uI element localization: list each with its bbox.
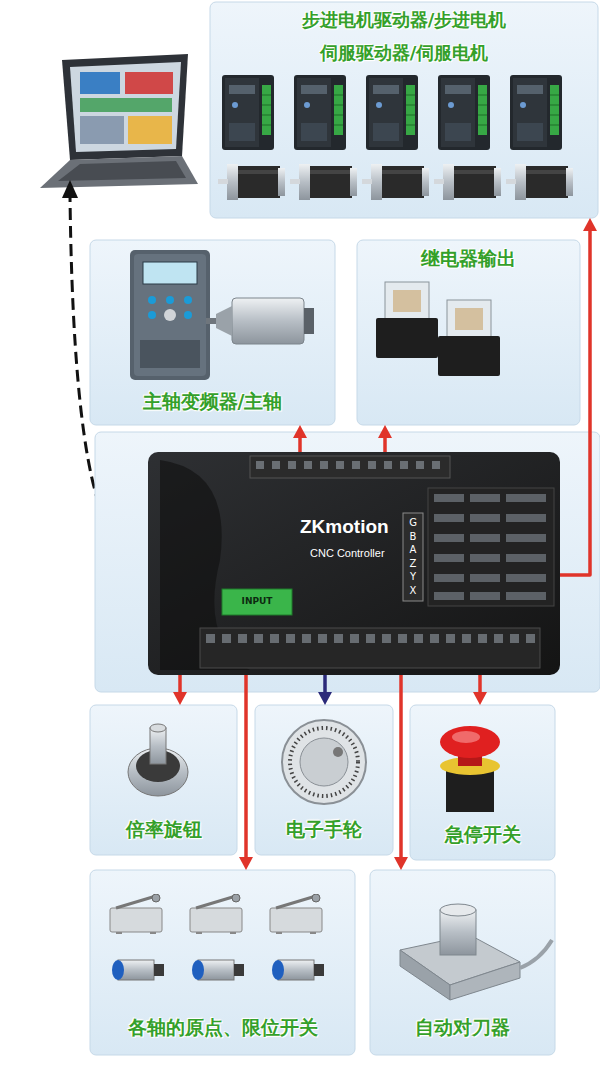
- arrow-head: [378, 425, 392, 438]
- device-label: 主轴变频器/主轴: [143, 391, 283, 413]
- axis-letter: Y: [403, 570, 423, 584]
- connector: [323, 675, 327, 694]
- connector: [383, 436, 387, 452]
- device-label: 步进电机驱动器/步进电机: [302, 10, 507, 31]
- device-label: 各轴的原点、限位开关: [128, 1017, 318, 1039]
- device-panel: 电子手轮: [255, 705, 393, 855]
- device-label: 伺服驱动器/伺服电机: [320, 43, 489, 64]
- brand-logo: ZKmotion: [300, 516, 389, 538]
- arrow-head: [473, 692, 487, 705]
- controller-box: ZKmotionCNC Controller: [148, 452, 560, 675]
- connector: [478, 675, 482, 694]
- axis-letter: G: [403, 516, 423, 530]
- axis-column: GBAZYX: [403, 516, 423, 598]
- device-panel: 倍率旋钮: [90, 705, 237, 855]
- arrow-head: [394, 857, 408, 870]
- device-label: 继电器输出: [421, 248, 516, 270]
- connector: [399, 675, 403, 859]
- arrow-head: [583, 218, 597, 231]
- device-label: 自动对刀器: [415, 1017, 510, 1039]
- connector: [244, 675, 248, 859]
- arrow-head: [293, 425, 307, 438]
- axis-letter: B: [403, 530, 423, 544]
- axis-letter: A: [403, 543, 423, 557]
- axis-letter: X: [403, 584, 423, 598]
- device-panel: 主轴变频器/主轴: [90, 240, 335, 425]
- connector: [560, 229, 590, 575]
- device-panel: 继电器输出: [357, 240, 580, 425]
- terminal-block: INPUT: [222, 594, 292, 608]
- connector: [178, 675, 182, 694]
- arrow-head: [173, 692, 187, 705]
- terminal-name: INPUT: [222, 594, 292, 608]
- device-panel: 急停开关: [410, 705, 555, 860]
- arrow-head: [318, 692, 332, 705]
- arrow-head: [239, 857, 253, 870]
- device-panel: 步进电机驱动器/步进电机伺服驱动器/伺服电机: [210, 2, 598, 218]
- device-panel: 各轴的原点、限位开关: [90, 870, 355, 1055]
- device-label: 倍率旋钮: [126, 819, 202, 841]
- device-panel: 自动对刀器: [370, 870, 555, 1055]
- device-label: 急停开关: [445, 824, 521, 846]
- device-label: 电子手轮: [286, 819, 362, 841]
- axis-letter: Z: [403, 557, 423, 571]
- product-name: CNC Controller: [310, 547, 385, 559]
- connector: [298, 436, 302, 452]
